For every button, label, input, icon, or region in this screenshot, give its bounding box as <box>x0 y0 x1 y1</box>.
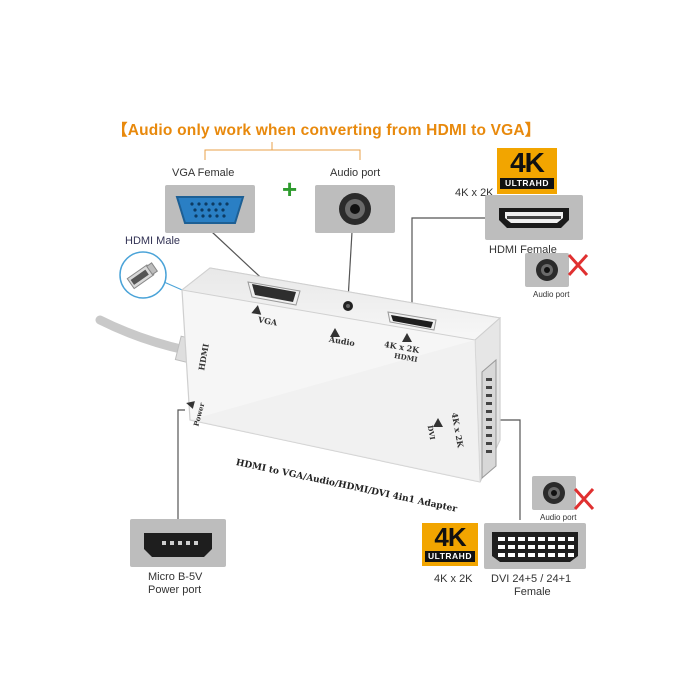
audio-port-label: Audio port <box>330 167 381 179</box>
badge-4k-text: 4K <box>434 522 466 552</box>
vga-female-box <box>165 185 255 233</box>
dvi-box <box>484 523 586 569</box>
audio-port-box <box>315 185 395 233</box>
hdmi-port-icon <box>499 208 569 228</box>
dvi-port-icon <box>492 532 578 562</box>
4k-2k-label-top: 4K x 2K <box>455 187 494 199</box>
dvi-label-line2: Female <box>514 586 551 598</box>
micro-b-label-line2: Power port <box>148 584 202 596</box>
4k-ultrahd-badge: 4K ULTRAHD <box>422 523 478 566</box>
micro-usb-box <box>130 519 226 567</box>
cross-icon <box>567 253 589 277</box>
badge-ultrahd-text: ULTRAHD <box>500 178 554 189</box>
audio-port-small-label-1: Audio port <box>533 290 570 299</box>
dvi-label-line1: DVI 24+5 / 24+1 <box>491 573 572 585</box>
badge-4k-text: 4K <box>510 147 545 178</box>
headline: 【Audio only work when converting from HD… <box>112 122 541 139</box>
audio-jack-icon <box>536 259 558 281</box>
audio-jack-icon <box>339 193 371 225</box>
hdmi-female-box <box>485 195 583 240</box>
vga-female-label: VGA Female <box>172 167 235 179</box>
micro-b-label-line1: Micro B-5V <box>148 571 203 583</box>
vga-port-icon <box>175 196 245 224</box>
hdmi-male-label: HDMI Male <box>125 235 181 247</box>
audio-port-small-box-1 <box>525 253 569 287</box>
micro-usb-port-icon <box>144 533 212 557</box>
audio-port-small-box-2 <box>532 476 576 510</box>
audio-jack-icon <box>543 482 565 504</box>
hdmi-cable-icon <box>119 251 167 299</box>
4k-2k-label-bottom: 4K x 2K <box>434 573 473 585</box>
cross-icon <box>573 487 595 511</box>
4k-ultrahd-badge: 4K ULTRAHD <box>497 148 557 194</box>
audio-port-small-label-2: Audio port <box>540 513 577 522</box>
plus-icon: + <box>282 174 298 204</box>
badge-ultrahd-text: ULTRAHD <box>425 551 475 562</box>
